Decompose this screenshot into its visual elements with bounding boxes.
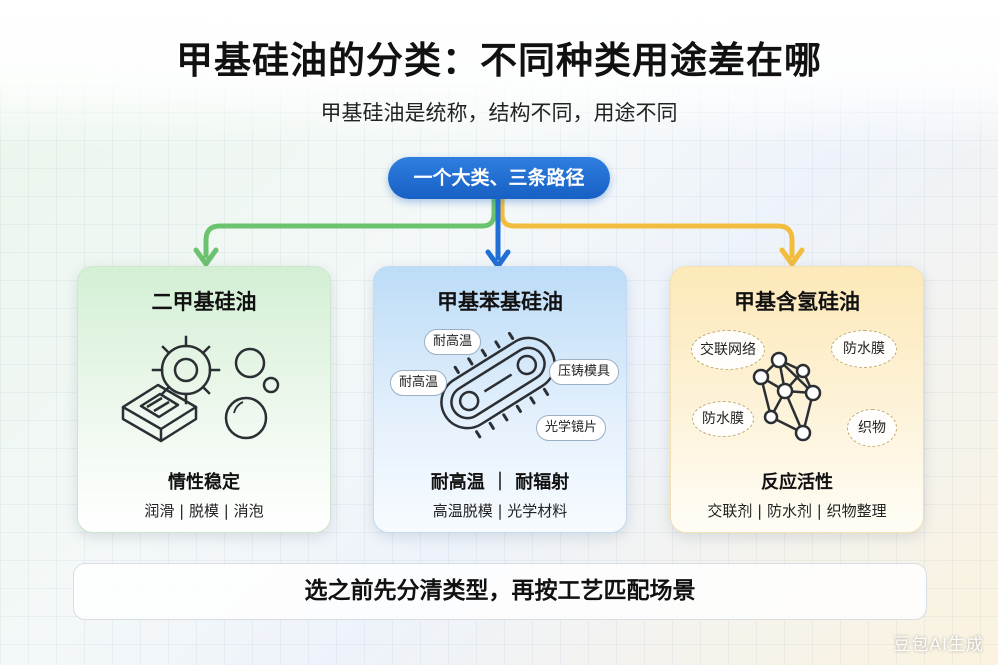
- tag-high-temp-1: 耐高温: [424, 329, 482, 355]
- card-title: 二甲基硅油: [151, 290, 257, 314]
- bubble-waterproof-film-1: 防水膜: [831, 330, 897, 368]
- card-feature: 反应活性: [761, 472, 833, 493]
- tag-optical-lens: 光学镜片: [536, 415, 607, 441]
- card-title: 甲基苯基硅油: [437, 290, 563, 314]
- card-uses: 交联剂 | 防水剂 | 织物整理: [707, 502, 887, 520]
- page-subtitle: 甲基硅油是统称，结构不同，用途不同: [320, 101, 678, 125]
- card-title: 甲基含氢硅油: [734, 290, 860, 314]
- card-dimethyl-silicone-oil: 二甲基硅油: [77, 266, 331, 533]
- header-wash: [0, 0, 998, 150]
- soap-bar-icon: [121, 383, 198, 443]
- arrow-yellow-head: [779, 247, 805, 267]
- bubble-crosslink-network: 交联网络: [691, 330, 765, 370]
- tag-die-casting-mold: 压铸模具: [549, 359, 620, 385]
- card-feature: 耐高温 ｜ 耐辐射: [430, 472, 570, 493]
- card-methyl-hydrogen-silicone-oil: 甲基含氢硅油: [670, 266, 924, 533]
- conveyor-chain-icon: [440, 331, 556, 439]
- gear-icon: [151, 335, 221, 405]
- arrow-green-head: [193, 247, 219, 267]
- card-illustration: [752, 351, 822, 442]
- card-illustration: [440, 331, 556, 439]
- bubble-waterproof-film-2: 防水膜: [692, 401, 754, 437]
- molecule-network-icon: [752, 351, 822, 442]
- footer-note: 选之前先分清类型，再按工艺匹配场景: [73, 563, 927, 620]
- page-title: 甲基硅油的分类：不同种类用途差在哪: [176, 39, 822, 82]
- card-feature: 情性稳定: [168, 472, 240, 493]
- tag-high-temp-2: 耐高温: [390, 370, 448, 396]
- card-methyl-phenyl-silicone-oil: 甲基苯基硅油 耐高温 耐高温 压铸模具: [373, 266, 627, 533]
- card-uses: 润滑 | 脱模 | 消泡: [144, 502, 264, 520]
- watermark: 豆包AI生成: [893, 635, 984, 655]
- card-uses: 高温脱模 | 光学材料: [432, 502, 568, 520]
- arrow-yellow-line: [499, 196, 795, 259]
- arrow-green-line: [203, 196, 497, 259]
- bubbles-icon: [224, 347, 280, 440]
- root-category-pill: 一个大类、三条路径: [388, 157, 610, 199]
- bubble-fabric: 织物: [847, 409, 897, 447]
- card-illustration: [121, 335, 280, 443]
